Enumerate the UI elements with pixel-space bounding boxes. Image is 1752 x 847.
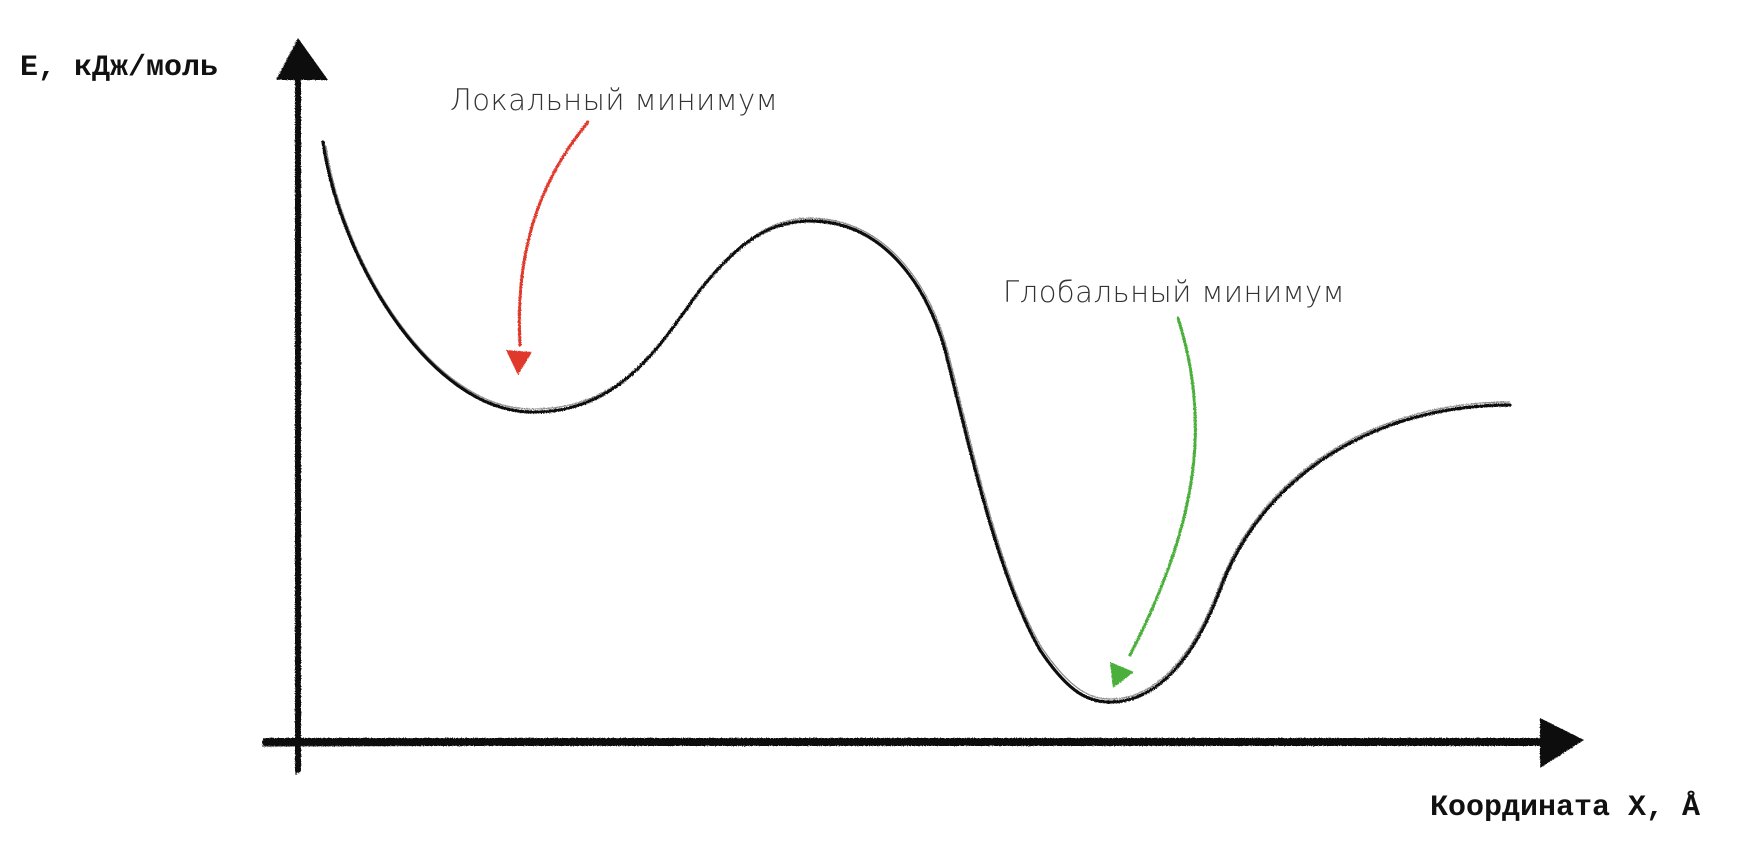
y-axis-line-sketch — [295, 83, 300, 776]
local-minimum-arrow-shaft — [517, 120, 590, 347]
y-axis — [276, 38, 328, 776]
x-axis-arrowhead-icon — [1540, 718, 1584, 768]
local-minimum-label: Локальный минимум — [450, 83, 778, 117]
global-minimum-label: Глобальный минимум — [1003, 275, 1345, 309]
x-axis — [261, 718, 1584, 768]
global-minimum-arrowhead-icon — [1110, 662, 1134, 688]
energy-curve-path-sketch — [325, 145, 1511, 700]
local-minimum-arrow — [506, 120, 590, 375]
x-axis-line-sketch — [261, 738, 1549, 747]
energy-curve — [321, 140, 1512, 704]
x-axis-label: Координата X, Å — [1430, 791, 1700, 825]
y-axis-arrowhead-icon — [276, 38, 328, 80]
energy-curve-path — [321, 140, 1512, 704]
global-minimum-arrow-shaft — [1128, 316, 1197, 657]
y-axis-label: E, кДж/моль — [20, 51, 218, 85]
global-minimum-arrow — [1110, 316, 1197, 688]
local-minimum-arrowhead-icon — [506, 350, 532, 375]
